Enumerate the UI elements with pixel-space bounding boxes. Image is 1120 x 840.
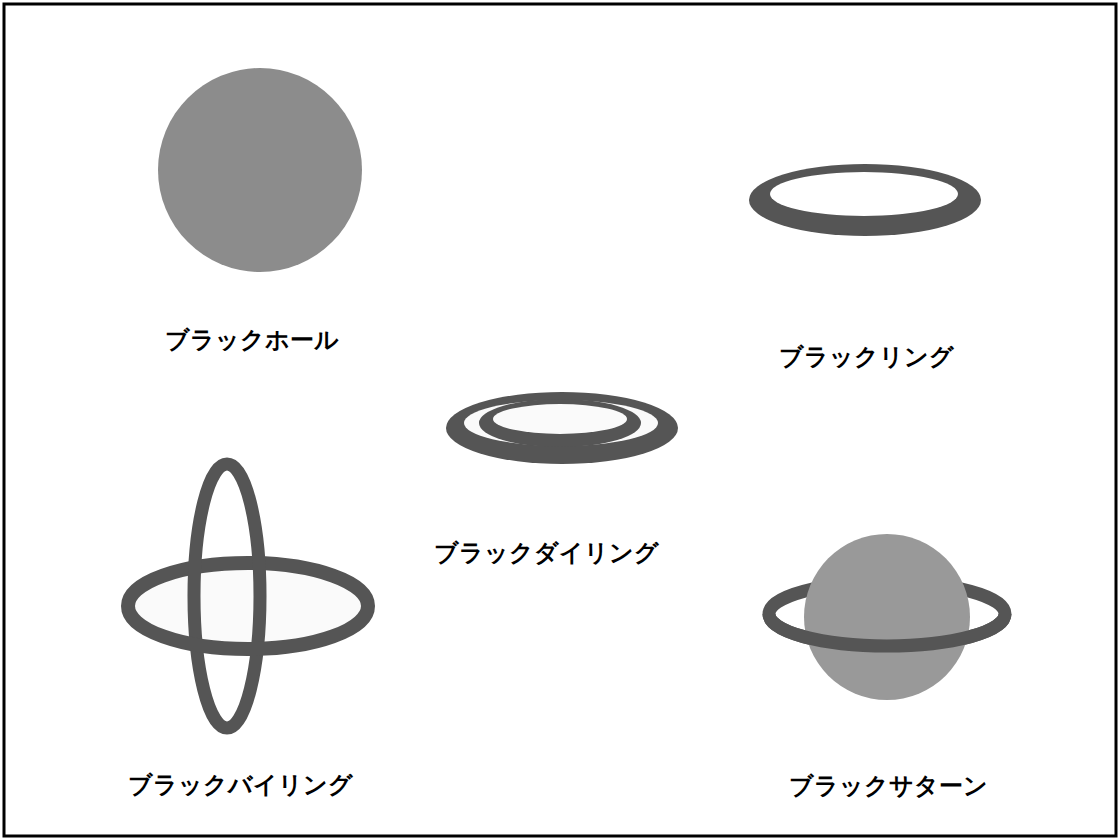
di-ring-outer-hole bbox=[464, 400, 658, 446]
saturn-ring-front bbox=[769, 614, 1005, 646]
shape-name: ブラックダイリング bbox=[434, 539, 659, 568]
shape-name: ブラックホール bbox=[165, 326, 339, 355]
bi-ring-back-arc bbox=[128, 563, 368, 606]
black-hole-sphere bbox=[158, 68, 362, 272]
black-ring-outer bbox=[749, 164, 981, 236]
di-ring-inner-hole bbox=[493, 404, 627, 434]
shape-name: ブラックリング bbox=[779, 343, 954, 372]
di-ring-outer bbox=[446, 392, 678, 464]
frame bbox=[4, 4, 1116, 836]
di-ring-inner bbox=[479, 399, 641, 447]
bi-ring-vertical bbox=[194, 464, 260, 728]
bi-ring-disc bbox=[128, 563, 368, 649]
saturn-sphere bbox=[804, 534, 970, 700]
bi-ring-front-arc bbox=[128, 606, 368, 649]
shape-name: ブラックバイリング bbox=[128, 771, 353, 800]
black-ring-inner bbox=[770, 172, 958, 216]
shape-name: ブラックサターン bbox=[789, 772, 988, 801]
